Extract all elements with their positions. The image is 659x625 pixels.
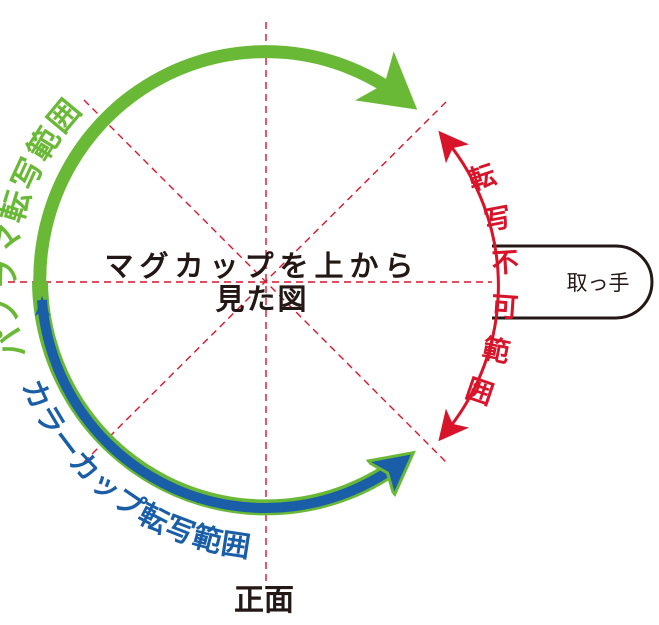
diagonal-guide-1 <box>83 99 447 463</box>
front-label: 正面 <box>234 583 294 618</box>
diagonal-guide-2 <box>83 101 447 463</box>
handle-shape <box>492 244 654 320</box>
handle-label: 取っ手 <box>567 271 630 295</box>
no-transfer-label-char: 不 <box>491 247 520 280</box>
center-title-line1: マグカップを上から <box>104 249 419 283</box>
no-transfer-label-char: 囲 <box>462 373 498 411</box>
panorama-range-arrow <box>33 45 418 291</box>
color-cup-start-arrow-icon <box>35 296 50 316</box>
no-transfer-label-char: 写 <box>482 202 514 238</box>
center-title-line2: 見た図 <box>215 282 308 316</box>
no-transfer-label-char: 転 <box>465 159 500 197</box>
no-transfer-label-char: 可 <box>490 291 519 324</box>
color-cup-range-arrow <box>37 299 404 514</box>
no-transfer-label-char: 範 <box>480 332 513 369</box>
no-transfer-range-arrow <box>438 130 500 442</box>
guide-lines <box>8 22 492 585</box>
